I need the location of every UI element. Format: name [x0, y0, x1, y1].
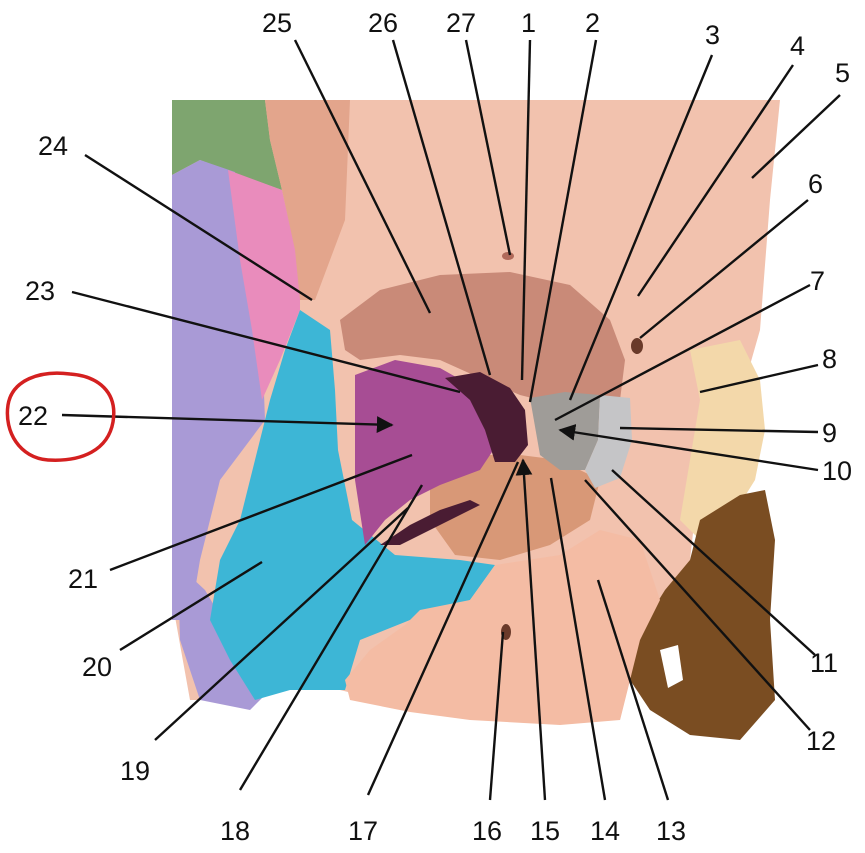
label-26: 26 [368, 8, 398, 38]
leader-1 [520, 39, 532, 381]
optic-canal [445, 372, 528, 462]
label-11: 11 [810, 648, 838, 678]
leader-7 [554, 283, 811, 422]
lacrimal-fossa [585, 395, 632, 488]
label-6: 6 [808, 169, 823, 199]
label-10: 10 [822, 456, 852, 486]
label-18: 18 [220, 816, 250, 846]
leader-8 [699, 363, 819, 394]
leader-4 [637, 64, 794, 297]
leader-9 [619, 426, 819, 434]
leader-16 [488, 631, 505, 801]
label-16: 16 [472, 816, 502, 846]
label-4: 4 [790, 31, 805, 61]
nasal-tooth-highlight [660, 645, 683, 688]
label-7: 7 [810, 266, 825, 296]
highlight-circle [5, 371, 116, 462]
zygomaticofacial-foramen [631, 338, 643, 354]
leader-27 [464, 39, 512, 256]
leader-24 [84, 153, 313, 302]
leader-lines [61, 39, 841, 801]
label-2: 2 [585, 8, 600, 38]
label-17: 17 [348, 816, 378, 846]
leader-11 [611, 469, 816, 656]
leader-23 [71, 290, 461, 394]
label-3: 3 [705, 20, 720, 50]
leader-25 [293, 39, 432, 314]
label-5: 5 [835, 58, 850, 88]
leader-6 [639, 199, 809, 339]
ethmoid-orbital-plate [355, 360, 500, 545]
leader-21 [109, 453, 413, 572]
leader-18 [238, 484, 424, 791]
number-labels: 1 2 3 4 5 6 7 8 9 10 11 12 13 14 15 16 1… [18, 8, 852, 846]
leader-15 [515, 458, 547, 801]
label-8: 8 [822, 344, 837, 374]
leader-19 [154, 507, 409, 741]
leader-5 [751, 94, 841, 179]
leader-14 [549, 477, 607, 801]
orbit-roof [340, 272, 625, 405]
label-19: 19 [120, 756, 150, 786]
leader-22 [61, 413, 394, 433]
supraorbital-notch [502, 252, 514, 260]
leader-3 [568, 54, 714, 401]
label-20: 20 [82, 652, 112, 682]
leader-26 [391, 39, 492, 376]
leader-10 [558, 424, 819, 472]
label-13: 13 [656, 816, 686, 846]
label-14: 14 [590, 816, 620, 846]
temporal-bone-region [172, 160, 265, 620]
leader-17 [366, 461, 520, 796]
nasal-bone [680, 340, 765, 540]
label-9: 9 [822, 418, 837, 448]
zygomatic-bone [210, 310, 495, 700]
label-22: 22 [18, 401, 48, 431]
leader-12 [584, 479, 811, 731]
label-23: 23 [25, 276, 55, 306]
label-12: 12 [806, 726, 836, 756]
leader-20 [119, 560, 263, 652]
label-15: 15 [530, 816, 560, 846]
leader-2 [528, 39, 598, 403]
sphenoid-greater-wing-region [228, 170, 300, 400]
label-21: 21 [68, 564, 98, 594]
parietal-bone-region [172, 100, 282, 190]
frontal-shade [265, 100, 350, 300]
orbit-floor [430, 455, 600, 560]
label-24: 24 [38, 131, 68, 161]
leader-13 [596, 579, 670, 801]
inferior-orbital-fissure [380, 500, 480, 545]
label-27: 27 [446, 8, 476, 38]
label-25: 25 [262, 8, 292, 38]
label-1: 1 [521, 8, 536, 38]
skull-illustration [172, 100, 780, 740]
